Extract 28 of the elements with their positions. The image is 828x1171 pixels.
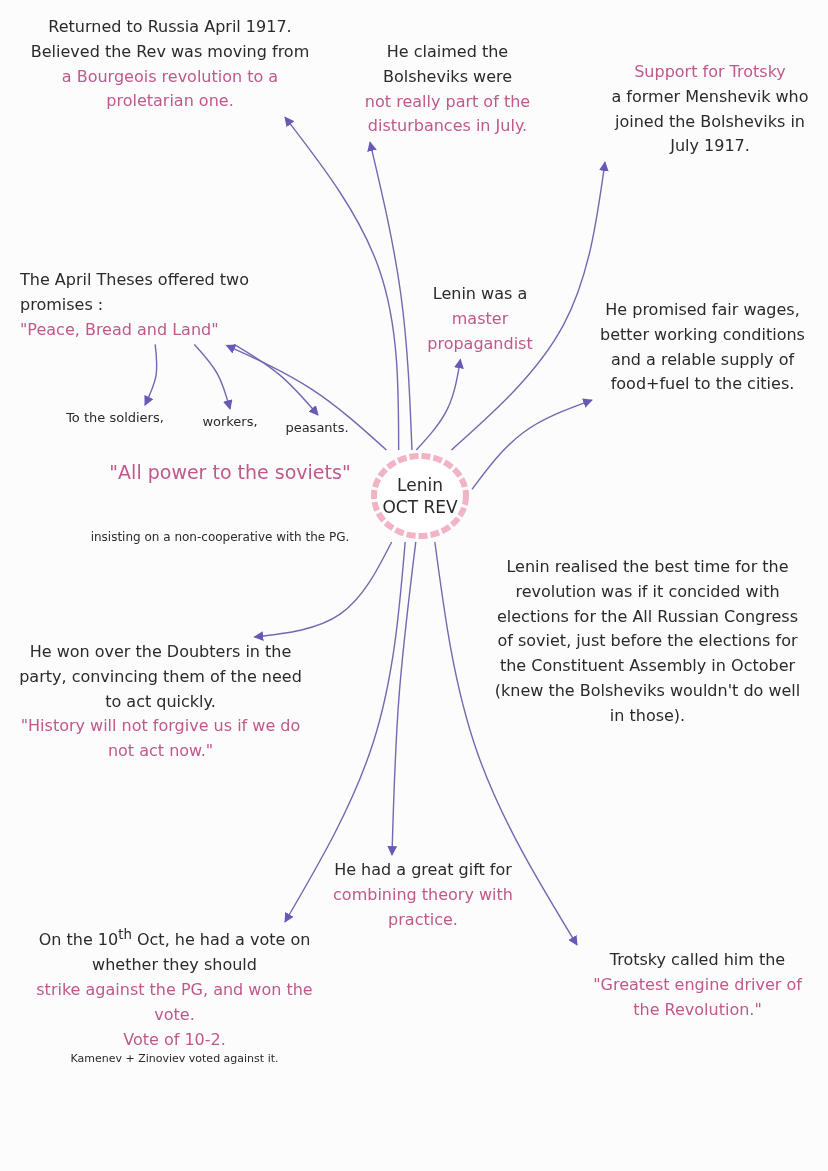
arrow xyxy=(253,541,393,641)
arrow xyxy=(284,541,406,923)
quote-text: "All power to the soviets" xyxy=(108,460,352,485)
note-text: Support for Trotsky a former Menshevik who joined the Bolsheviks in July 1917. xyxy=(600,60,820,160)
note-text: Lenin realised the best time for the revolution was if it concided with elections for the All Russian Congress of soviet, just before the elections for the Constituent Assembly in October (knew the Bolsheviks wouldn't do well in those). xyxy=(493,556,802,727)
note-text: He won over the Doubters in the party, convincing them of the need to act quickly. "History will not forgive us if we do not act now." xyxy=(18,640,303,764)
arrow xyxy=(434,541,578,946)
note-text: Returned to Russia April 1917. Believed the Rev was moving from a Bourgeois revolution to a proletarian one. xyxy=(20,15,320,115)
note-text: workers, xyxy=(195,412,265,433)
arrow xyxy=(144,343,158,406)
note-text: peasants. xyxy=(282,418,352,439)
note-text: insisting on a non-cooperative with the PG. xyxy=(89,530,351,546)
note-text: He claimed the Bolsheviks were not really part of the disturbances in July. xyxy=(345,40,550,140)
arrow xyxy=(193,343,233,410)
arrow xyxy=(284,116,400,451)
arrow xyxy=(471,398,593,491)
arrow xyxy=(415,358,464,451)
note-text: Trotsky called him the "Greatest engine driver of the Revolution." xyxy=(580,948,815,1023)
arrow xyxy=(225,344,388,451)
cloud-shape: Lenin OCT REV xyxy=(370,452,470,540)
note-text: To the soldiers, xyxy=(60,408,170,429)
arrow xyxy=(387,541,417,856)
arrow xyxy=(450,161,609,451)
note-text: The April Theses offered two promises : "Peace, Bread and Land" xyxy=(20,268,310,343)
arrow xyxy=(367,141,413,451)
arrow xyxy=(233,343,319,416)
note-text: Lenin was a master propagandist xyxy=(400,282,560,357)
note-text: He promised fair wages, better working conditions and a relable supply of food+fuel to the cities. xyxy=(595,298,810,398)
